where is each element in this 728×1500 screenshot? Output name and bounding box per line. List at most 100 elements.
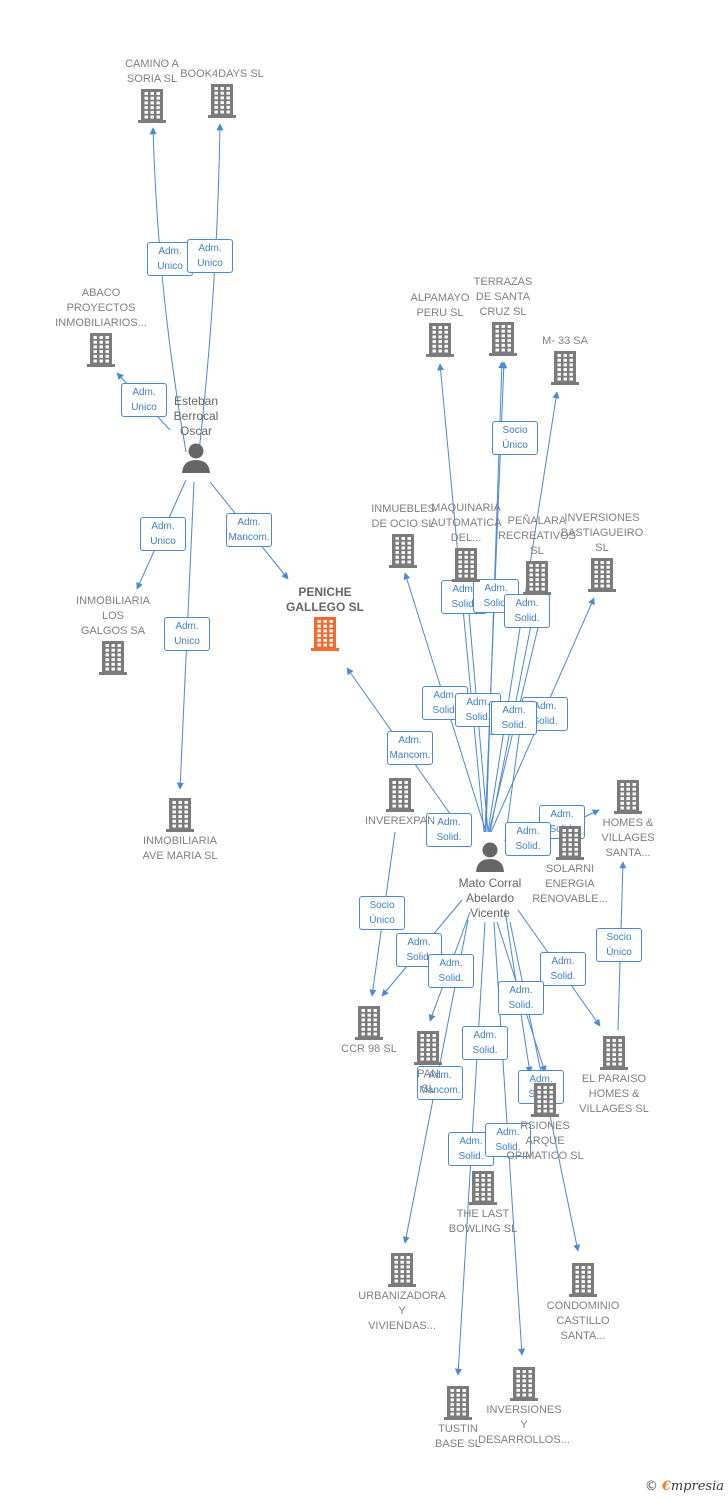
company-node-inv-desarr[interactable]: INVERSIONES Y DESARROLLOS... (464, 1365, 584, 1448)
company-node-m33[interactable]: M- 33 SA (505, 334, 625, 387)
node-label: INVERSIONES Y DESARROLLOS... (478, 1404, 570, 1446)
building-icon (444, 1386, 472, 1420)
edge-role-label[interactable]: Adm. Mancom. (387, 731, 433, 765)
edge-role-label[interactable]: Adm. Mancom. (417, 1066, 463, 1100)
node-label: CCR 98 SL (341, 1043, 397, 1055)
node-label: MAQUINARIA AUTOMATICA DEL... (430, 502, 502, 544)
node-label: INMOBILIARIA AVE MARIA SL (142, 835, 218, 862)
company-node-inv-bast[interactable]: INVERSIONES BASTIAGUEIRO SL (542, 511, 662, 594)
company-node-peniche[interactable]: PENICHE GALLEGO SL (265, 585, 385, 653)
edge-role-label[interactable]: Adm. Solid. (491, 701, 537, 735)
building-icon (166, 798, 194, 832)
building-icon (614, 780, 642, 814)
edge-role-label[interactable]: Adm. Solid. (540, 952, 586, 986)
building-icon (138, 89, 166, 123)
company-node-el-paraiso[interactable]: EL PARAISO HOMES & VILLAGES SL (554, 1034, 674, 1117)
brand-initial: € (661, 1479, 671, 1494)
edge-role-label[interactable]: Socio Único (359, 896, 405, 930)
edge-role-label[interactable]: Adm. Solid. (505, 822, 551, 856)
brand-name: mpresia (670, 1479, 724, 1494)
node-label: EL PARAISO HOMES & VILLAGES SL (579, 1073, 649, 1115)
node-label: ABACO PROYECTOS INMOBILIARIOS... (55, 287, 147, 329)
copyright-icon: © (644, 1479, 658, 1494)
building-icon (99, 641, 127, 675)
node-label: INMUEBLES DE OCIO SL (371, 503, 435, 530)
person-icon (476, 842, 504, 872)
node-label: PEÑALARA RECREATIVOS SL (497, 515, 577, 557)
edge-role-label[interactable]: Adm. Unico (140, 517, 186, 551)
node-label: THE LAST BOWLING SL (448, 1208, 518, 1235)
building-icon (556, 826, 584, 860)
edge-role-label[interactable]: Adm. Unico (121, 383, 167, 417)
edge-role-label[interactable]: Adm. Solid. (498, 981, 544, 1015)
node-label: Mato Corral Abelardo Vicente (458, 876, 522, 920)
node-label: BOOK4DAYS SL (180, 68, 264, 80)
company-node-alpamayo[interactable]: ALPAMAYO PERU SL (380, 291, 500, 359)
company-node-inm-ave[interactable]: INMOBILIARIA AVE MARIA SL (120, 796, 240, 864)
edge-role-label[interactable]: Adm. Solid. (426, 813, 472, 847)
company-node-inm-galgos[interactable]: INMOBILIARIA LOS GALGOS SA (53, 594, 173, 677)
building-icon (489, 322, 517, 356)
company-node-camino[interactable]: CAMINO A SORIA SL (92, 57, 212, 125)
edge-role-label[interactable]: Adm. Solid. (504, 594, 550, 628)
edge-role-label[interactable]: Adm. Unico (164, 617, 210, 651)
building-icon (386, 778, 414, 812)
node-label: TUSTIN BASE SL (435, 1423, 481, 1450)
building-icon (414, 1031, 442, 1065)
company-node-inv-parque[interactable]: RSIONES ARQUE OPIMATICO SL (485, 1081, 605, 1164)
building-icon (531, 1083, 559, 1117)
person-node-esteban[interactable]: Esteban Berrocal Oscar (136, 394, 256, 477)
edge-role-label[interactable]: Adm. Unico (187, 239, 233, 273)
edge-role-label[interactable]: Adm. Unico (147, 242, 193, 276)
node-label: INMOBILIARIA LOS GALGOS SA (76, 595, 150, 637)
node-label: HOMES & VILLAGES SANTA... (601, 817, 655, 859)
node-label: Esteban Berrocal Oscar (173, 394, 219, 438)
building-icon (588, 558, 616, 592)
company-node-solarni[interactable]: SOLARNI ENERGIA RENOVABLE... (510, 824, 630, 907)
building-icon (311, 617, 339, 651)
building-icon (426, 323, 454, 357)
edge-role-label[interactable]: Adm. Solid. (428, 954, 474, 988)
company-node-urbanizadora[interactable]: URBANIZADORA Y VIVIENDAS... (342, 1251, 462, 1334)
empresia-logo: ©€mpresia (645, 1479, 724, 1494)
node-label: CAMINO A SORIA SL (125, 58, 179, 85)
relation-edge (149, 127, 187, 453)
company-node-condominio[interactable]: CONDOMINIO CASTILLO SANTA... (523, 1261, 643, 1344)
company-node-abaco[interactable]: ABACO PROYECTOS INMOBILIARIOS... (41, 286, 161, 369)
node-label: TERRAZAS DE SANTA CRUZ SL (473, 276, 533, 318)
edge-role-label[interactable]: Socio Único (492, 421, 538, 455)
building-icon (569, 1263, 597, 1297)
company-node-terrazas[interactable]: TERRAZAS DE SANTA CRUZ SL (443, 275, 563, 358)
building-icon (469, 1171, 497, 1205)
building-icon (87, 333, 115, 367)
node-label: SOLARNI ENERGIA RENOVABLE... (532, 863, 608, 905)
company-node-maquinaria[interactable]: MAQUINARIA AUTOMATICA DEL... (406, 501, 526, 584)
company-node-pan[interactable]: PAN SL (368, 1029, 488, 1097)
edge-role-label[interactable]: Socio Único (596, 928, 642, 962)
company-node-tustin[interactable]: TUSTIN BASE SL (398, 1384, 518, 1452)
node-label: PENICHE GALLEGO SL (286, 585, 364, 614)
company-node-inverexpan[interactable]: INVEREXPAN (340, 776, 460, 829)
company-node-book4[interactable]: BOOK4DAYS SL (162, 67, 282, 120)
person-node-mato[interactable]: Mato Corral Abelardo Vicente (430, 838, 550, 921)
company-node-inmuebles[interactable]: INMUEBLES DE OCIO SL (343, 502, 463, 570)
building-icon (510, 1367, 538, 1401)
node-label: ALPAMAYO PERU SL (410, 292, 470, 319)
building-icon (355, 1006, 383, 1040)
edge-role-label[interactable]: Adm. Solid. (485, 1123, 531, 1157)
company-node-penalara[interactable]: PEÑALARA RECREATIVOS SL (477, 514, 597, 597)
node-label: PAN SL (417, 1068, 439, 1095)
node-label: CONDOMINIO CASTILLO SANTA... (546, 1300, 620, 1342)
company-node-ccr98[interactable]: CCR 98 SL (309, 1004, 429, 1057)
node-label: URBANIZADORA Y VIVIENDAS... (358, 1290, 446, 1332)
building-icon (389, 534, 417, 568)
edge-role-label[interactable]: Adm. Mancom. (226, 513, 272, 547)
building-icon (600, 1036, 628, 1070)
building-icon (523, 561, 551, 595)
company-node-last-bowling[interactable]: THE LAST BOWLING SL (423, 1169, 543, 1237)
node-label: RSIONES ARQUE OPIMATICO SL (506, 1120, 584, 1162)
company-node-homes-santa[interactable]: HOMES & VILLAGES SANTA... (568, 778, 688, 861)
edge-role-label[interactable]: Adm. Solid. (462, 1026, 508, 1060)
building-icon (551, 351, 579, 385)
